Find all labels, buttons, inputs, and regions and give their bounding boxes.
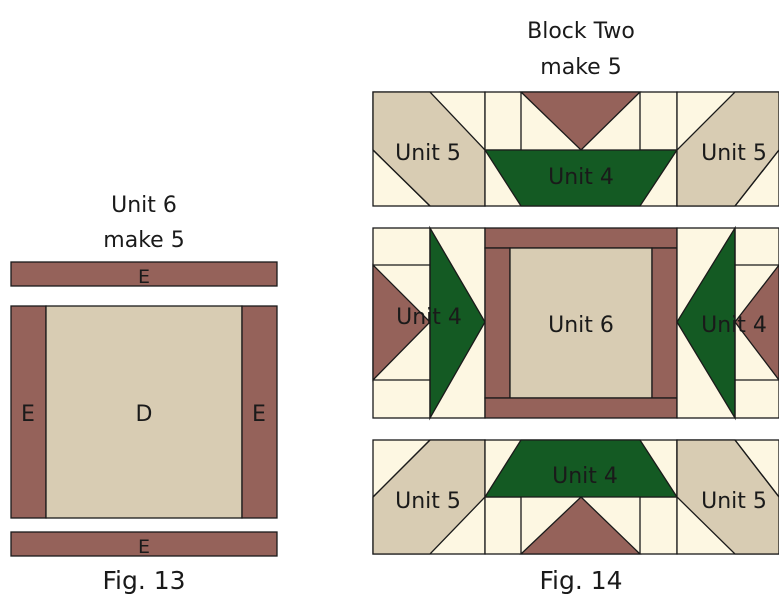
fig13-strip-bottom <box>10 531 278 557</box>
row2-left-brown <box>372 263 431 382</box>
row1-unit5-right-diag <box>734 149 779 207</box>
row2-u6-top <box>484 227 678 249</box>
quilt-shapes <box>10 91 779 557</box>
row2-u6-left <box>484 247 511 399</box>
fig13-left-bar-label: E <box>21 402 35 427</box>
fig13-center-label: D <box>136 402 153 427</box>
row2-right-brown <box>734 263 779 382</box>
fig14-row2-left-label: Unit 4 <box>396 305 462 330</box>
fig13-strip-top-label: E <box>138 266 150 288</box>
fig14-row1-right-label: Unit 5 <box>701 141 767 166</box>
row1-brown-tri <box>519 91 642 151</box>
fig14-row3-left-label: Unit 5 <box>395 489 461 514</box>
fig14-caption: Fig. 14 <box>539 566 622 595</box>
fig13-strip-bottom-label: E <box>138 536 150 558</box>
row1-unit5-left-diag <box>372 149 431 207</box>
fig14-row1-center-label: Unit 4 <box>548 165 614 190</box>
fig13-center-square <box>45 305 243 519</box>
fig14-row3-center-label: Unit 4 <box>552 464 618 489</box>
fig13-left-bar <box>10 305 47 519</box>
fig13-right-bar-label: E <box>252 402 266 427</box>
fig13-header-line1: Unit 6 <box>111 193 177 218</box>
fig13-caption: Fig. 13 <box>102 566 185 595</box>
fig13-right-bar <box>241 305 278 519</box>
row2-u6-bottom <box>484 397 678 419</box>
fig13-strip-top <box>10 261 278 287</box>
fig14-row2-center-label: Unit 6 <box>548 313 614 338</box>
row2-u6-right <box>651 247 678 399</box>
fig14-header-line2: make 5 <box>540 55 621 80</box>
row3-unit5-left-diag <box>372 439 431 498</box>
row2-u6-center <box>509 247 653 399</box>
fig14-row2-right-label: Unit 4 <box>701 313 767 338</box>
row3-unit5-right-diag <box>734 439 779 498</box>
row1-green-trap <box>483 149 679 207</box>
fig13-header-line2: make 5 <box>103 228 184 253</box>
row3-brown-tri <box>519 496 642 555</box>
fig14-header-line1: Block Two <box>527 19 635 44</box>
fig14-row3-right-label: Unit 5 <box>701 489 767 514</box>
fig14-row1-left-label: Unit 5 <box>395 141 461 166</box>
